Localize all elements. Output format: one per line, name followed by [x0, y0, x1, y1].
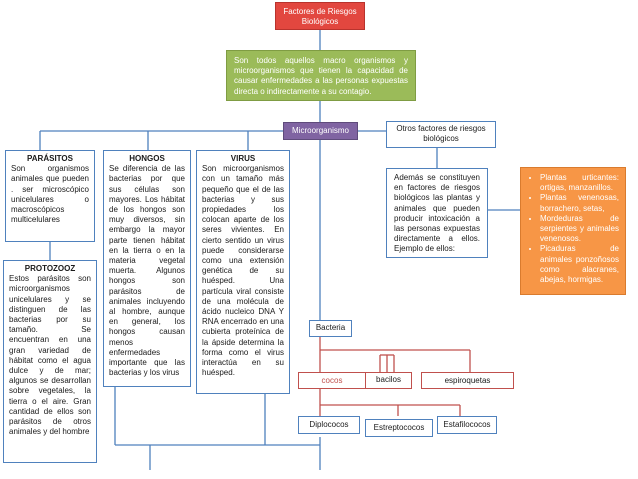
- virus-text: Son microorganismos con un tamaño más pe…: [202, 164, 284, 378]
- virus-node: VIRUS Son microorganismos con un tamaño …: [196, 150, 290, 394]
- parasitos-node: PARÁSITOS Son organismos animales que pu…: [5, 150, 95, 242]
- examples-list: Plantas urticantes: ortigas, manzanillos…: [527, 173, 619, 285]
- parasitos-title: PARÁSITOS: [27, 154, 73, 163]
- title-node: Factores de Riesgos Biológicos: [275, 2, 365, 30]
- otros-factores-node: Otros factores de riesgos biológicos: [386, 121, 496, 148]
- hongos-node: HONGOS Se diferencia de las bacterias po…: [103, 150, 191, 387]
- virus-title: VIRUS: [230, 154, 256, 163]
- definition-node: Son todos aquellos macro organismos y mi…: [226, 50, 416, 101]
- bacilos-node: bacilos: [365, 372, 412, 389]
- parasitos-text: Son organismos animales que pueden . ser…: [11, 164, 89, 225]
- bacteria-node: Bacteria: [309, 320, 352, 337]
- diplococos-node: Diplococos: [298, 416, 360, 434]
- example-item: Mordeduras de serpientes y animales vene…: [540, 214, 619, 245]
- protozooz-title: PROTOZOOZ: [24, 264, 76, 273]
- example-item: Plantas urticantes: ortigas, manzanillos…: [540, 173, 619, 193]
- estreptococos-node: Estreptococos: [365, 419, 433, 437]
- example-item: Plantas venenosas, borrachero, setas,: [540, 193, 619, 213]
- otros-description-node: Además se constituyen en factores de rie…: [386, 168, 488, 258]
- examples-node: Plantas urticantes: ortigas, manzanillos…: [520, 167, 626, 295]
- microorganismo-node: Microorganismo: [283, 122, 358, 140]
- hongos-text: Se diferencia de las bacterias por que s…: [109, 164, 185, 378]
- protozooz-text: Estos parásitos son microorganismos unic…: [9, 274, 91, 437]
- espiroquetas-node: espiroquetas: [421, 372, 514, 389]
- cocos-node: cocos: [298, 372, 366, 389]
- estafilococos-node: Estafilococos: [437, 416, 497, 434]
- hongos-title: HONGOS: [129, 154, 165, 163]
- example-item: Picaduras de animales ponzoñosos como al…: [540, 244, 619, 285]
- protozooz-node: PROTOZOOZ Estos parásitos son microorgan…: [3, 260, 97, 463]
